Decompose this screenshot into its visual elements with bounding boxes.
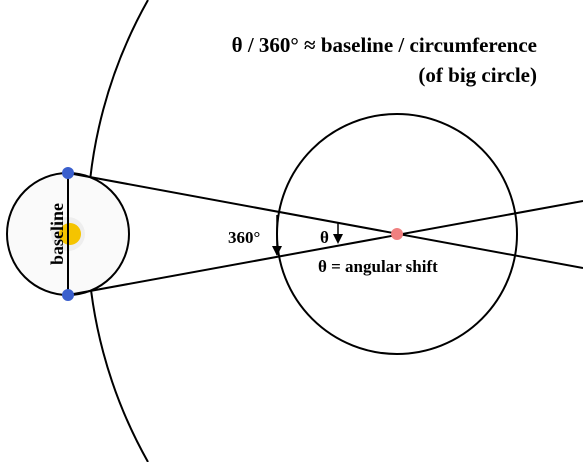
baseline-label: baseline bbox=[47, 203, 67, 265]
observer-point-bottom bbox=[62, 289, 74, 301]
title-line-1: θ / 360° ≈ baseline / circumference bbox=[232, 33, 537, 57]
observer-point-top bbox=[62, 167, 74, 179]
sight-line-bottom bbox=[67, 200, 583, 296]
title-line-2: (of big circle) bbox=[418, 63, 537, 87]
full-angle-arrowhead bbox=[272, 246, 282, 256]
sun bbox=[59, 223, 81, 245]
sight-line-top bbox=[67, 172, 583, 269]
theta-arrowhead bbox=[333, 234, 343, 244]
full-angle-label: 360° bbox=[228, 228, 260, 247]
theta-label: θ bbox=[320, 228, 329, 247]
star-point bbox=[391, 228, 403, 240]
theta-definition-label: θ = angular shift bbox=[318, 257, 438, 276]
